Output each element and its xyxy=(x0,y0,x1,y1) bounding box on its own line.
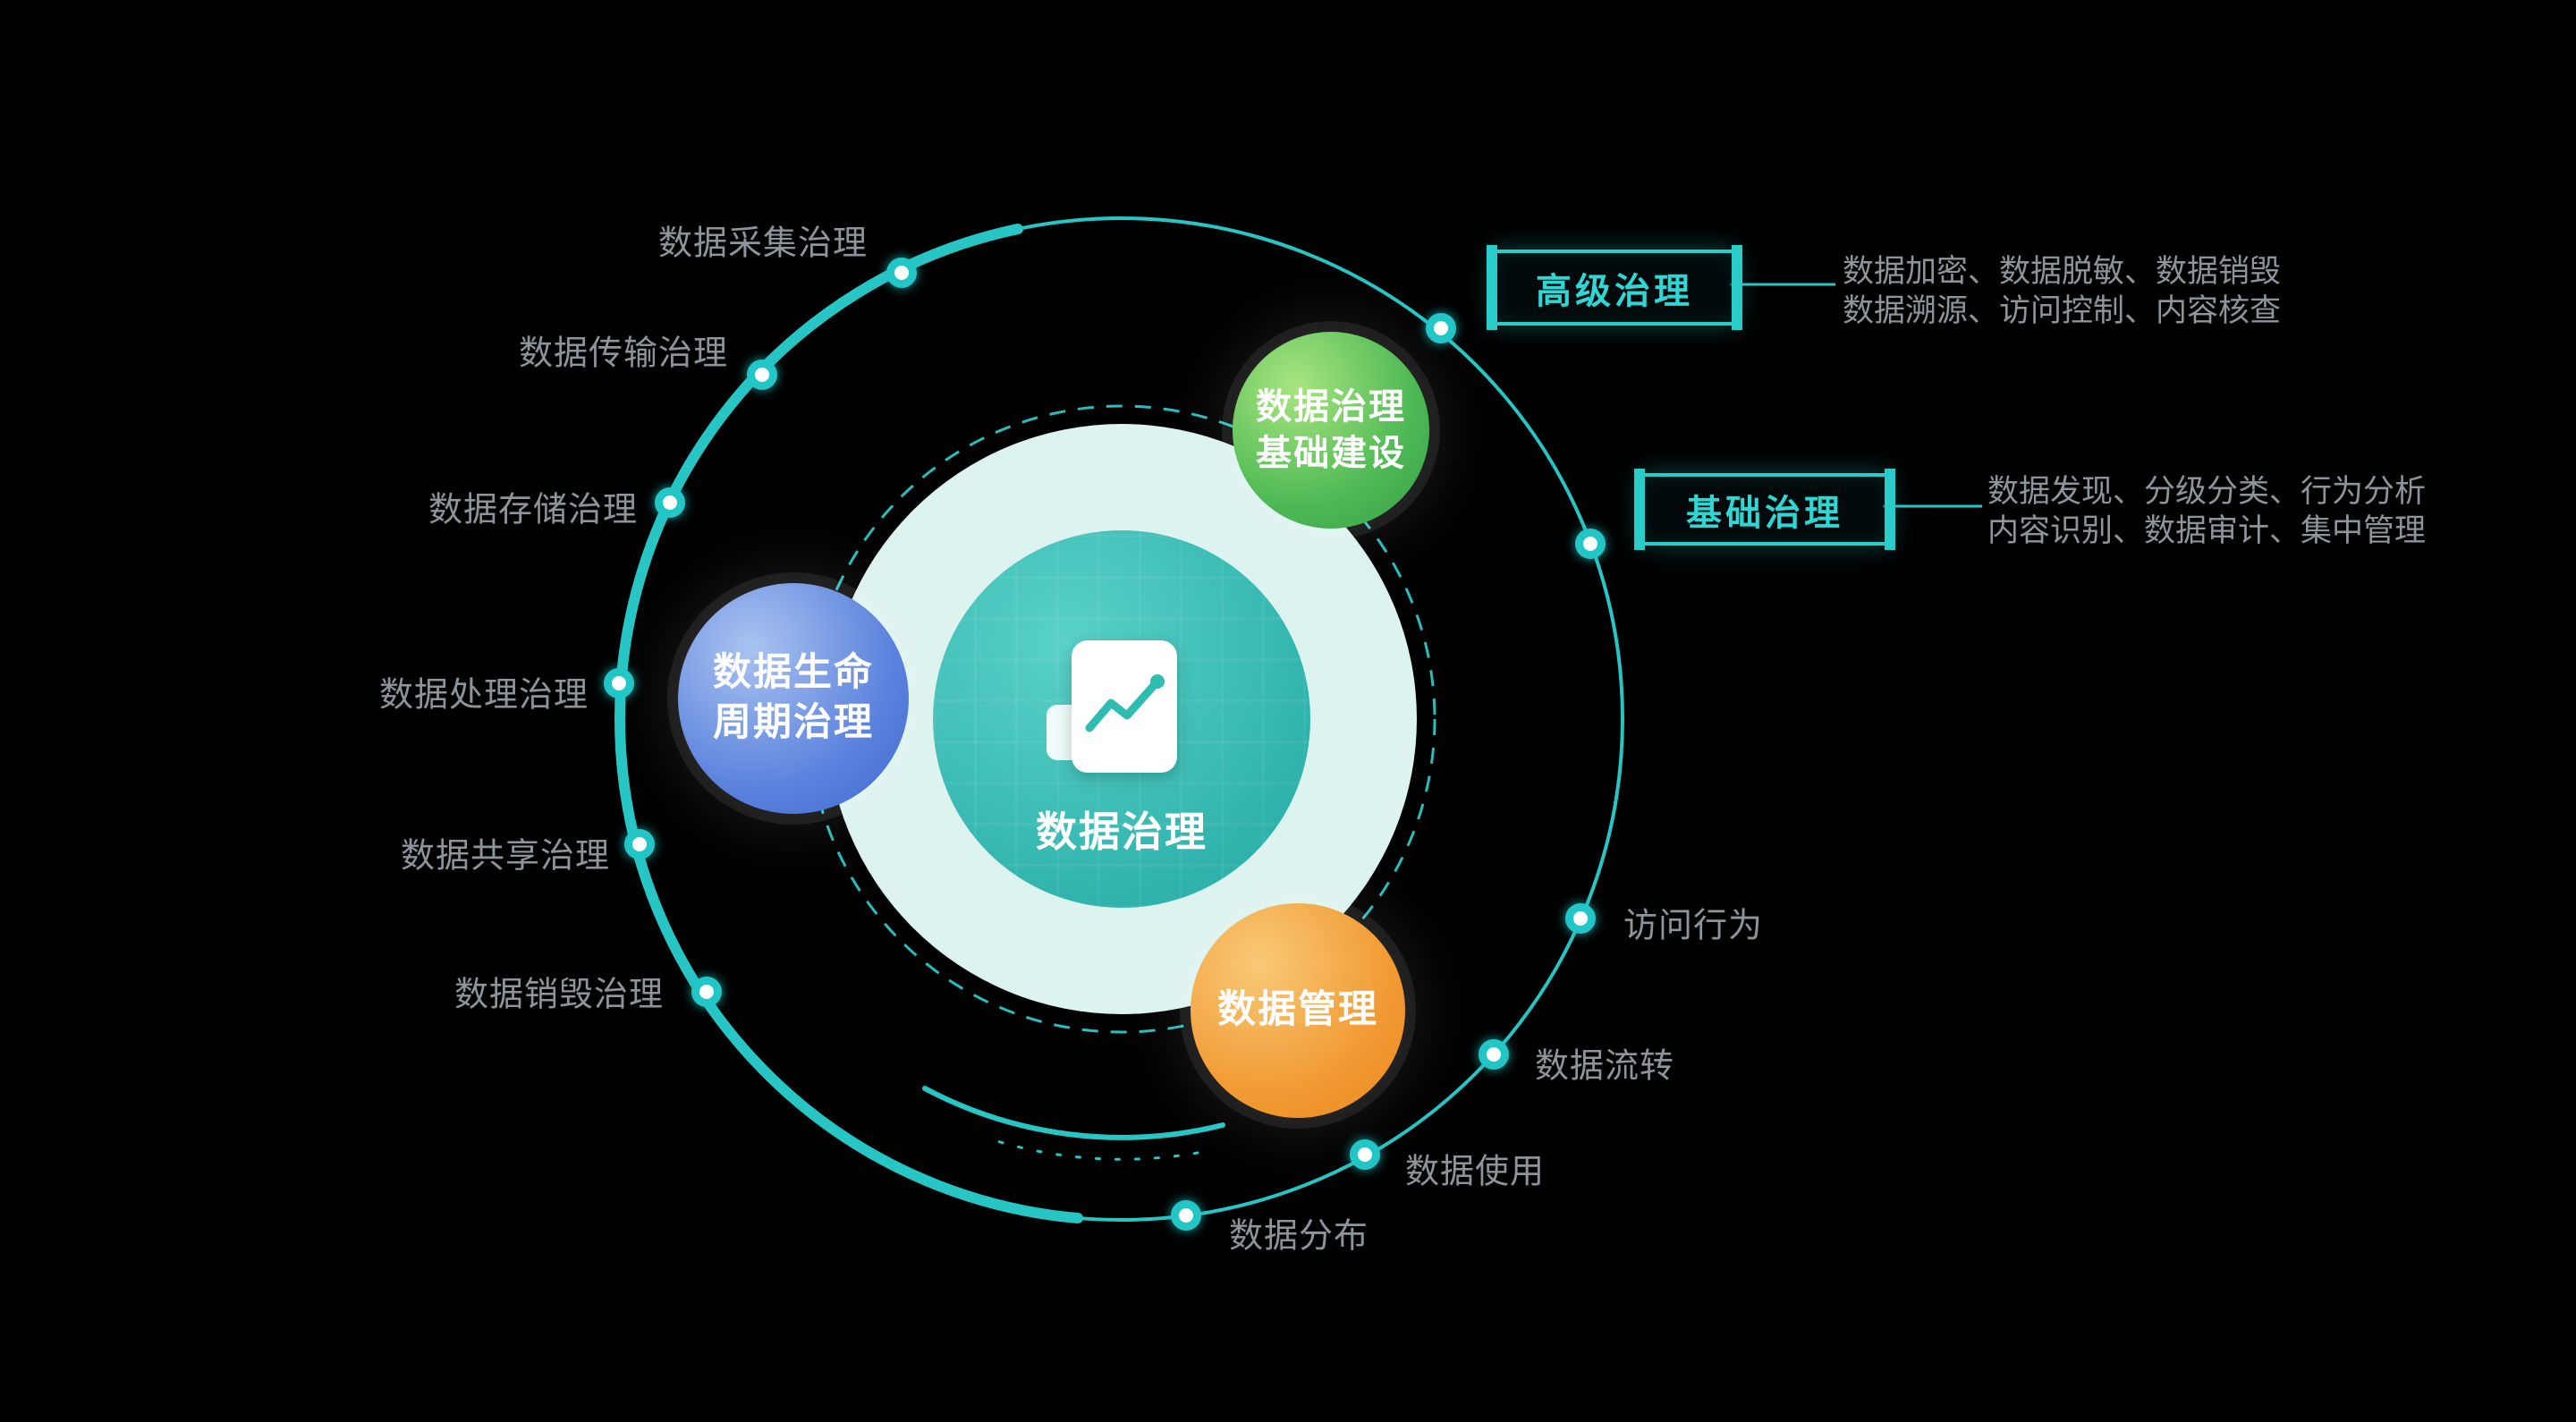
label-data-sharing-governance: 数据共享治理 xyxy=(400,835,610,876)
decorative-arc-1 xyxy=(922,1086,1225,1140)
ring-node-basic xyxy=(1575,529,1606,559)
ring-node-processing xyxy=(604,668,634,698)
label-data-storage-governance: 数据存储治理 xyxy=(428,489,638,529)
ring-node-data-flow xyxy=(1479,1039,1509,1070)
bubble-blue-line2: 周期治理 xyxy=(713,700,874,745)
center-title: 数据治理 xyxy=(1036,808,1208,856)
basic-governance-title: 基础治理 xyxy=(1686,492,1843,534)
advanced-governance-box: 高级治理 xyxy=(1487,245,1742,330)
basic-governance-description: 数据发现、分级分类、行为分析 内容识别、数据审计、集中管理 xyxy=(1987,472,2426,551)
bubble-green-line2: 基础建设 xyxy=(1256,433,1406,474)
chart-document-icon xyxy=(1072,640,1177,773)
basic-desc-line1: 数据发现、分级分类、行为分析 xyxy=(1987,474,2427,510)
bubble-green-line1: 数据治理 xyxy=(1256,386,1406,427)
ring-node-sharing xyxy=(624,829,655,859)
bubble-orange-line1: 数据管理 xyxy=(1217,987,1378,1033)
ring-node-data-usage xyxy=(1350,1139,1380,1170)
ring-node-advanced xyxy=(1426,313,1456,343)
label-data-transmission-governance: 数据传输治理 xyxy=(518,333,728,373)
bubble-data-management: 数据管理 xyxy=(1191,903,1405,1118)
trend-line-icon xyxy=(1085,674,1165,732)
basic-governance-box: 基础治理 xyxy=(1634,469,1895,550)
advanced-desc-line1: 数据加密、数据脱敏、数据销毁 xyxy=(1843,254,2282,290)
label-data-processing-governance: 数据处理治理 xyxy=(378,674,589,715)
advanced-desc-line2: 数据溯源、访问控制、内容核查 xyxy=(1843,293,2282,330)
label-data-flow: 数据流转 xyxy=(1535,1045,1675,1086)
ring-node-transmission xyxy=(747,360,777,390)
decorative-arc-2 xyxy=(984,1136,1199,1161)
label-data-distribution: 数据分布 xyxy=(1229,1215,1369,1256)
bubble-data-lifecycle-governance: 数据生命 周期治理 xyxy=(678,583,909,814)
ring-node-data-distribution xyxy=(1171,1200,1201,1231)
ring-node-collection xyxy=(886,258,917,288)
bubble-blue-line1: 数据生命 xyxy=(713,650,874,696)
basic-desc-line2: 内容识别、数据审计、集中管理 xyxy=(1987,513,2427,550)
label-data-collection-governance: 数据采集治理 xyxy=(657,223,868,263)
ring-node-destruction xyxy=(691,977,722,1007)
advanced-governance-title: 高级治理 xyxy=(1536,270,1693,312)
bubble-data-governance-infrastructure: 数据治理 基础建设 xyxy=(1233,332,1429,529)
advanced-governance-description: 数据加密、数据脱敏、数据销毁 数据溯源、访问控制、内容核查 xyxy=(1843,252,2281,331)
outer-ring-thick-arc xyxy=(614,224,1083,1223)
label-data-usage: 数据使用 xyxy=(1405,1151,1546,1191)
ring-node-access-behavior xyxy=(1565,903,1596,934)
ring-node-storage xyxy=(655,487,685,518)
label-data-destruction-governance: 数据销毁治理 xyxy=(453,974,664,1014)
label-access-behavior: 访问行为 xyxy=(1623,905,1764,945)
